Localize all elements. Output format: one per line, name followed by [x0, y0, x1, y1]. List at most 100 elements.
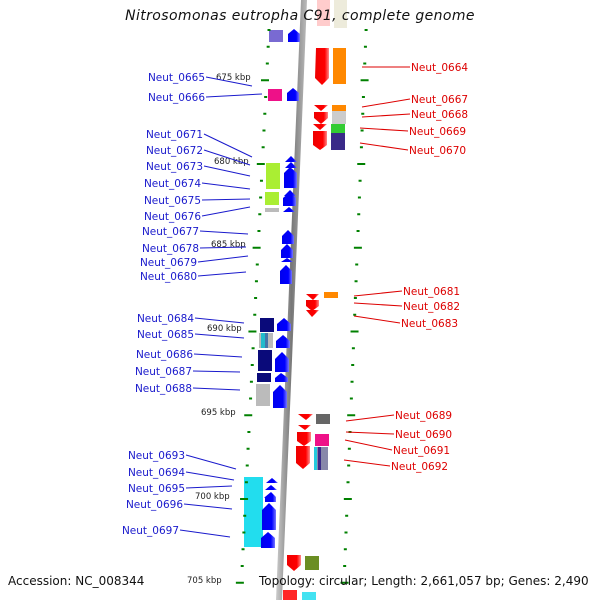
major-tick [240, 498, 249, 500]
gene-label-neut-0677[interactable]: Neut_0677 [142, 226, 199, 238]
minor-tick [244, 481, 248, 484]
leader-line [361, 98, 411, 108]
gene-label-neut-0691[interactable]: Neut_0691 [393, 445, 450, 457]
kbp-label-695: 695 kbp [201, 408, 236, 418]
leader-line [361, 113, 411, 118]
minor-tick [254, 280, 258, 283]
major-tick [260, 79, 269, 82]
minor-tick [353, 297, 357, 299]
minor-tick [242, 531, 246, 534]
gene-label-neut-0680[interactable]: Neut_0680 [140, 271, 197, 283]
minor-tick [251, 347, 255, 350]
minor-tick [343, 565, 347, 567]
leader-line [344, 439, 393, 451]
map-title: Nitrosomonas eutropha C91, complete geno… [125, 8, 475, 24]
reverse-features [283, 48, 346, 600]
minor-tick [255, 263, 259, 266]
reverse-gene-labels: Neut_0664Neut_0667Neut_0668Neut_0669Neut… [343, 62, 468, 473]
gene-label-neut-0670[interactable]: Neut_0670 [409, 145, 466, 157]
gene-label-neut-0669[interactable]: Neut_0669 [409, 126, 466, 138]
minor-tick [265, 62, 269, 65]
major-tick [252, 246, 261, 249]
minor-tick [364, 29, 368, 31]
leader-line [353, 302, 403, 307]
gene-label-neut-0695[interactable]: Neut_0695 [128, 483, 185, 495]
ruler-ticks [235, 29, 369, 584]
accession-text: Accession: NC_008344 [8, 574, 145, 588]
gene-label-neut-0672[interactable]: Neut_0672 [146, 145, 203, 157]
minor-tick [357, 196, 361, 199]
kbp-label-700: 700 kbp [195, 492, 230, 502]
minor-tick [356, 230, 360, 232]
gene-label-neut-0665[interactable]: Neut_0665 [148, 72, 205, 84]
gene-label-neut-0667[interactable]: Neut_0667 [411, 94, 468, 106]
gene-label-neut-0671[interactable]: Neut_0671 [146, 129, 203, 141]
leader-line [201, 198, 251, 201]
minor-tick [355, 263, 359, 266]
gene-label-neut-0664[interactable]: Neut_0664 [411, 62, 468, 74]
forward-features [244, 88, 299, 548]
kbp-label-680: 680 kbp [214, 157, 249, 167]
major-tick [353, 246, 362, 249]
leader-line [192, 370, 241, 373]
leader-line [203, 133, 253, 158]
minor-tick [264, 96, 268, 98]
minor-tick [257, 230, 261, 232]
genome-summary-text: Topology: circular; Length: 2,661,057 bp… [259, 574, 589, 588]
leader-line [201, 182, 251, 190]
gene-label-neut-0673[interactable]: Neut_0673 [146, 161, 203, 173]
gene-label-neut-0679[interactable]: Neut_0679 [140, 257, 197, 269]
gene-label-neut-0688[interactable]: Neut_0688 [135, 383, 192, 395]
minor-tick [343, 548, 347, 551]
gene-label-neut-0668[interactable]: Neut_0668 [411, 109, 468, 121]
genome-backbone [276, 0, 307, 600]
leader-line [192, 387, 241, 391]
leader-line [185, 471, 235, 481]
gene-label-neut-0676[interactable]: Neut_0676 [144, 211, 201, 223]
leader-line [359, 127, 409, 132]
major-tick [340, 581, 349, 584]
leader-line [201, 206, 251, 217]
gene-label-neut-0696[interactable]: Neut_0696 [126, 499, 183, 511]
leader-line [183, 503, 233, 510]
gene-label-neut-0686[interactable]: Neut_0686 [136, 349, 193, 361]
gene-label-neut-0685[interactable]: Neut_0685 [137, 329, 194, 341]
major-tick [343, 498, 352, 500]
gene-label-neut-0682[interactable]: Neut_0682 [403, 301, 460, 313]
kbp-label-675: 675 kbp [216, 73, 251, 83]
major-tick [256, 163, 265, 165]
major-tick [360, 79, 369, 82]
minor-tick [359, 146, 363, 149]
leader-line [203, 165, 251, 177]
leader-line [199, 230, 249, 235]
leader-line [359, 142, 409, 151]
minor-tick [266, 45, 270, 48]
minor-tick [360, 129, 364, 132]
major-tick [357, 163, 366, 165]
leader-line [185, 485, 233, 489]
gene-label-neut-0666[interactable]: Neut_0666 [148, 92, 205, 104]
gene-label-neut-0687[interactable]: Neut_0687 [135, 366, 192, 378]
gene-label-neut-0697[interactable]: Neut_0697 [122, 525, 179, 537]
leader-line [193, 353, 243, 358]
leader-line [205, 76, 253, 87]
gene-label-neut-0674[interactable]: Neut_0674 [144, 178, 201, 190]
gene-label-neut-0689[interactable]: Neut_0689 [395, 410, 452, 422]
minor-tick [363, 45, 367, 48]
gene-label-neut-0678[interactable]: Neut_0678 [142, 243, 199, 255]
minor-tick [246, 447, 250, 450]
gene-label-neut-0675[interactable]: Neut_0675 [144, 195, 201, 207]
gene-label-neut-0684[interactable]: Neut_0684 [137, 313, 194, 325]
gene-label-neut-0694[interactable]: Neut_0694 [128, 467, 185, 479]
gene-label-neut-0681[interactable]: Neut_0681 [403, 286, 460, 298]
minor-tick [245, 464, 249, 467]
gene-label-neut-0690[interactable]: Neut_0690 [395, 429, 452, 441]
gene-label-neut-0693[interactable]: Neut_0693 [128, 450, 185, 462]
gene-label-neut-0683[interactable]: Neut_0683 [401, 318, 458, 330]
kbp-label-690: 690 kbp [207, 324, 242, 334]
minor-tick [240, 565, 244, 567]
minor-tick [351, 347, 355, 350]
minor-tick [249, 397, 253, 400]
gene-label-neut-0692[interactable]: Neut_0692 [391, 461, 448, 473]
